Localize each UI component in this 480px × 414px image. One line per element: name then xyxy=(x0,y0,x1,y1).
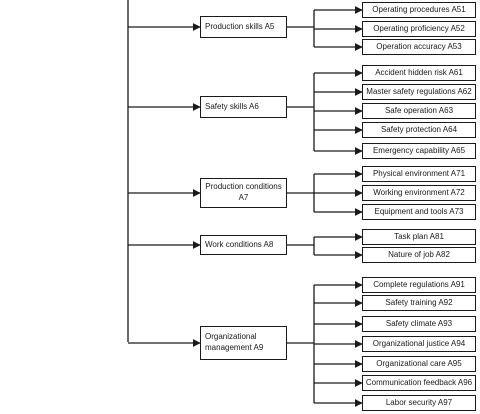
leaf-node-a52: Operating proficiency A52 xyxy=(362,21,476,37)
group-node-a6-label: Safety skills A6 xyxy=(205,101,259,111)
leaf-node-a96: Communication feedback A96 xyxy=(362,375,476,391)
leaf-node-a61-label: Accident hidden risk A61 xyxy=(375,67,463,77)
leaf-node-a51: Operating procedures A51 xyxy=(362,2,476,18)
group-node-a7-label: Production conditions A7 xyxy=(205,182,282,202)
leaf-node-a93-label: Safety climate A93 xyxy=(385,318,453,328)
leaf-node-a62-label: Master safety regulations A62 xyxy=(366,86,472,96)
leaf-node-a52-label: Operating proficiency A52 xyxy=(373,23,465,33)
leaf-node-a53: Operation accuracy A53 xyxy=(362,39,476,55)
leaf-node-a65-label: Emergency capability A65 xyxy=(372,145,466,155)
group-node-a8: Work conditions A8 xyxy=(200,235,287,255)
leaf-node-a64: Safety protection A64 xyxy=(362,122,476,138)
leaf-node-a97-label: Labor security A97 xyxy=(385,397,453,407)
leaf-node-a93: Safety climate A93 xyxy=(362,316,476,332)
group-node-a8-label: Work conditions A8 xyxy=(205,239,274,249)
leaf-node-a63: Safe operation A63 xyxy=(362,103,476,119)
leaf-node-a91: Complete regulations A91 xyxy=(362,277,476,293)
leaf-node-a94: Organizational justice A94 xyxy=(362,336,476,352)
leaf-node-a72: Working environment A72 xyxy=(362,185,476,201)
leaf-node-a95-label: Organizational care A95 xyxy=(376,358,462,368)
leaf-node-a82-label: Nature of job A82 xyxy=(388,249,450,259)
leaf-node-a92: Safety training A92 xyxy=(362,295,476,311)
leaf-node-a62: Master safety regulations A62 xyxy=(362,84,476,100)
leaf-node-a82: Nature of job A82 xyxy=(362,247,476,263)
group-node-a5: Production skills A5 xyxy=(200,16,287,38)
leaf-node-a94-label: Organizational justice A94 xyxy=(372,338,466,348)
group-node-a5-label: Production skills A5 xyxy=(205,21,275,31)
leaf-node-a61: Accident hidden risk A61 xyxy=(362,65,476,81)
leaf-node-a81: Task plan A81 xyxy=(362,229,476,245)
group-node-a9: Organizational management A9 xyxy=(200,326,287,360)
leaf-node-a92-label: Safety training A92 xyxy=(385,297,453,307)
group-node-a9-label: Organizational management A9 xyxy=(205,332,264,352)
group-node-a7: Production conditions A7 xyxy=(200,178,287,208)
leaf-node-a71-label: Physical environment A71 xyxy=(372,168,466,178)
leaf-node-a73-label: Equipment and tools A73 xyxy=(374,206,464,216)
leaf-node-a95: Organizational care A95 xyxy=(362,356,476,372)
leaf-node-a97: Labor security A97 xyxy=(362,395,476,411)
leaf-node-a63-label: Safe operation A63 xyxy=(384,105,454,115)
leaf-node-a71: Physical environment A71 xyxy=(362,166,476,182)
group-node-a6: Safety skills A6 xyxy=(200,96,287,118)
leaf-node-a72-label: Working environment A72 xyxy=(373,187,465,197)
leaf-node-a51-label: Operating procedures A51 xyxy=(372,4,466,14)
leaf-node-a73: Equipment and tools A73 xyxy=(362,204,476,220)
leaf-node-a91-label: Complete regulations A91 xyxy=(373,279,465,289)
leaf-node-a64-label: Safety protection A64 xyxy=(380,124,458,134)
leaf-node-a53-label: Operation accuracy A53 xyxy=(376,41,462,51)
leaf-node-a65: Emergency capability A65 xyxy=(362,143,476,159)
leaf-node-a81-label: Task plan A81 xyxy=(394,231,444,241)
leaf-node-a96-label: Communication feedback A96 xyxy=(365,377,473,387)
